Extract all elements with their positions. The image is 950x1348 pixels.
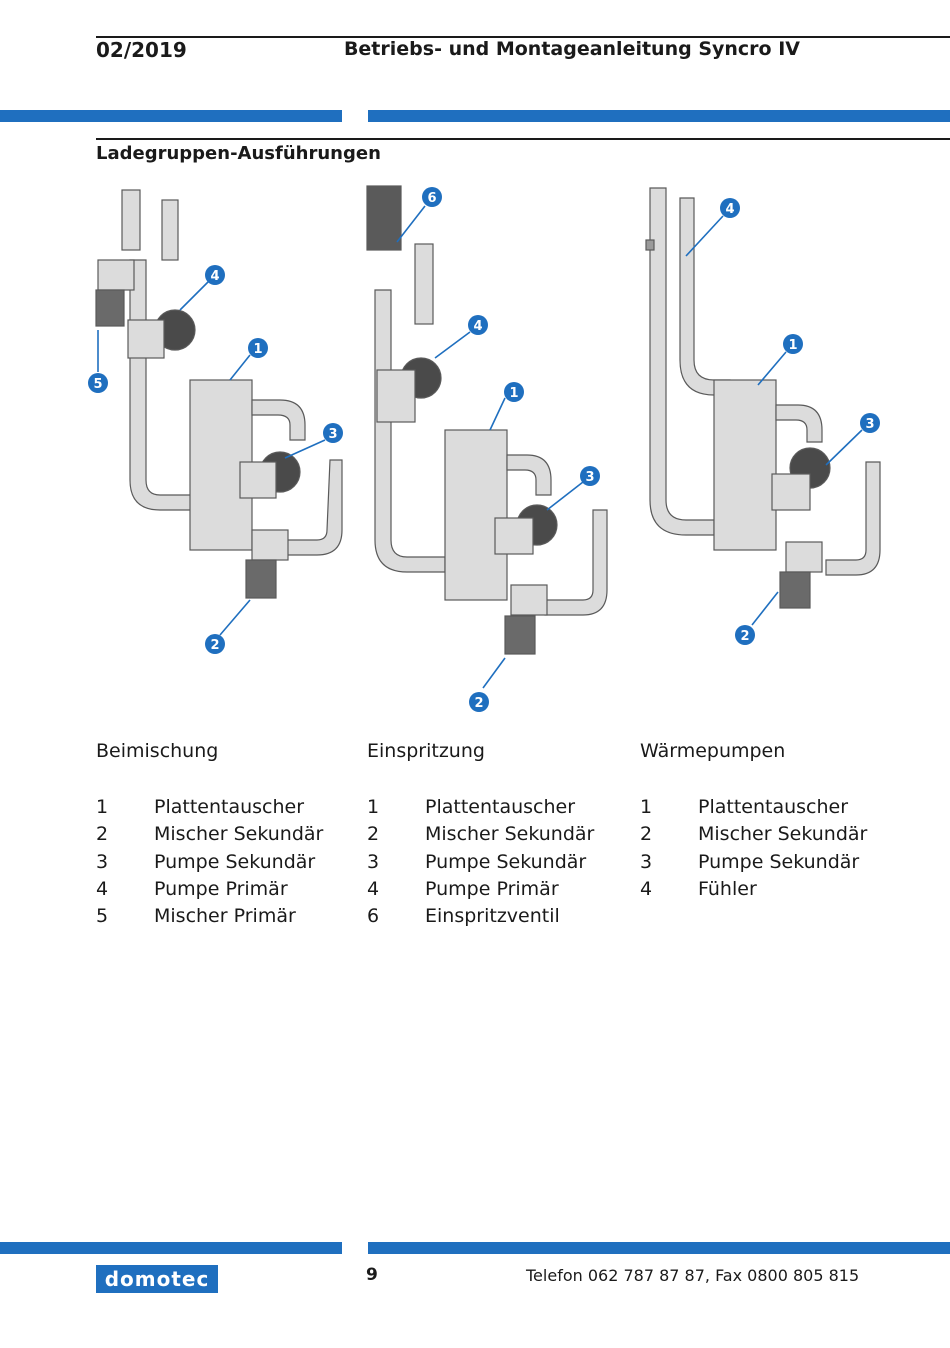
- mixer-secondary: [251, 529, 289, 561]
- pipe-return-u: [374, 289, 446, 573]
- callout-1-icon: 1: [248, 338, 268, 358]
- actuator-secondary: [504, 615, 536, 655]
- diagram-einspritzung: 6 4 1 3 2: [366, 185, 608, 712]
- plate-exchanger: [444, 429, 508, 601]
- pipe-primary-right: [161, 199, 179, 261]
- mixer-primary: [97, 259, 135, 291]
- callout-3-icon: 3: [580, 466, 600, 486]
- callout-4-icon: 4: [468, 315, 488, 335]
- svg-text:4: 4: [725, 202, 734, 217]
- svg-text:5: 5: [93, 377, 102, 392]
- svg-text:2: 2: [210, 638, 219, 653]
- actuator-primary: [95, 289, 125, 327]
- callout-2-icon: 2: [469, 692, 489, 712]
- callout-2-icon: 2: [205, 634, 225, 654]
- injection-valve: [366, 185, 402, 251]
- legend-title: Einspritzung: [367, 740, 485, 762]
- legend-title: Wärmepumpen: [640, 740, 786, 762]
- svg-text:2: 2: [474, 696, 483, 711]
- pump-primary-box: [376, 369, 416, 423]
- pipe-primary-left: [121, 189, 141, 251]
- svg-text:4: 4: [473, 319, 482, 334]
- pipe-secondary-out: [825, 461, 881, 576]
- callout-4-icon: 4: [205, 265, 225, 285]
- callout-1-icon: 1: [504, 382, 524, 402]
- pipe-return-u: [129, 259, 196, 511]
- plate-exchanger: [713, 379, 777, 551]
- actuator-secondary: [779, 571, 811, 609]
- callout-3-icon: 3: [860, 413, 880, 433]
- svg-text:3: 3: [865, 417, 874, 432]
- callout-2-icon: 2: [735, 625, 755, 645]
- pipe-secondary: [506, 454, 552, 496]
- svg-text:3: 3: [328, 427, 337, 442]
- domotec-logo: domotec: [96, 1265, 218, 1293]
- callout-4-icon: 4: [720, 198, 740, 218]
- pump-secondary-box: [239, 461, 277, 499]
- pipe-secondary: [775, 404, 823, 443]
- header-bar-left: [0, 110, 342, 122]
- diagram-beimischung: 4 1 3 2 5: [88, 189, 343, 654]
- pipe-primary-right: [414, 243, 434, 325]
- pump-secondary-box: [494, 517, 534, 555]
- svg-text:6: 6: [427, 191, 436, 206]
- header-rule-top: [96, 36, 950, 38]
- document-date: 02/2019: [96, 38, 187, 62]
- sensor: [645, 239, 655, 251]
- svg-text:2: 2: [740, 629, 749, 644]
- actuator-secondary: [245, 559, 277, 599]
- callout-3-icon: 3: [323, 423, 343, 443]
- contact-info: Telefon 062 787 87 87, Fax 0800 805 815: [526, 1266, 860, 1285]
- mixer-secondary: [785, 541, 823, 573]
- pump-primary-box: [127, 319, 165, 359]
- header-bar-right: [368, 110, 950, 122]
- mixer-secondary: [510, 584, 548, 616]
- diagram-waermepumpen: 4 1 3 2: [645, 187, 881, 645]
- legend-title: Beimischung: [96, 740, 219, 762]
- document-title: Betriebs- und Montageanleitung Syncro IV: [343, 38, 800, 60]
- footer-bar-left: [0, 1242, 342, 1254]
- pump-secondary-box: [771, 473, 811, 511]
- pipe-right-l: [679, 197, 731, 396]
- svg-text:1: 1: [253, 342, 262, 357]
- callout-6-icon: 6: [422, 187, 442, 207]
- svg-text:1: 1: [509, 386, 518, 401]
- footer-bar-right: [368, 1242, 950, 1254]
- svg-text:4: 4: [210, 269, 219, 284]
- callout-5-icon: 5: [88, 373, 108, 393]
- header-rule-bottom: [96, 138, 950, 140]
- pipe-secondary: [251, 399, 306, 441]
- page-number: 9: [366, 1265, 378, 1285]
- svg-text:1: 1: [788, 338, 797, 353]
- section-title: Ladegruppen-Ausführungen: [96, 143, 381, 164]
- svg-text:3: 3: [585, 470, 594, 485]
- callout-1-icon: 1: [783, 334, 803, 354]
